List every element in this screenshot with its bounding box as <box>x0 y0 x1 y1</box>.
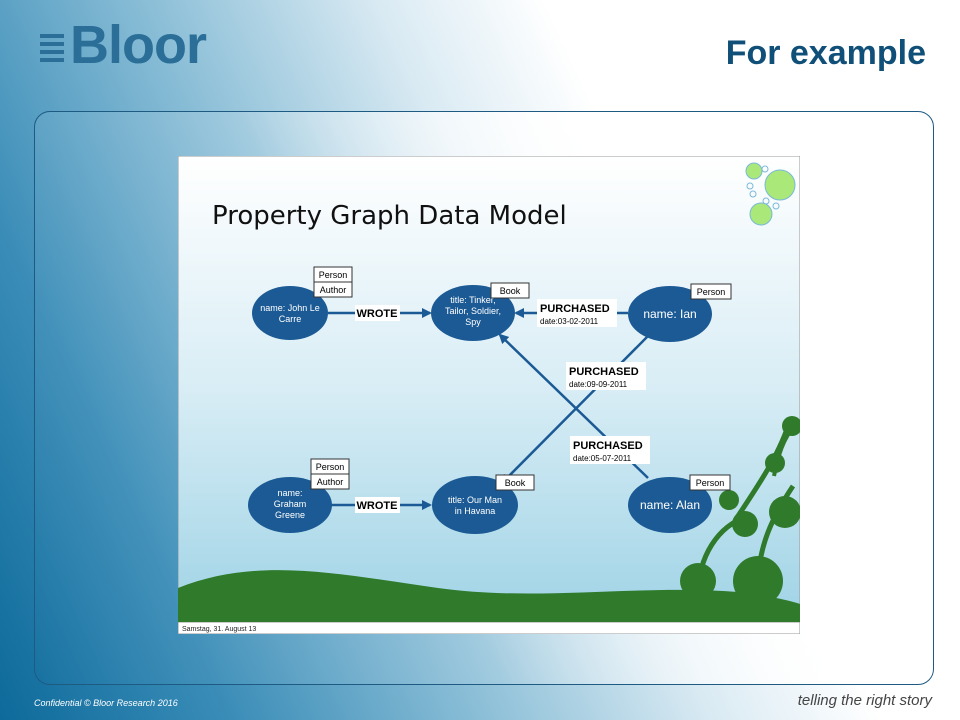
label-book-tinker: Book <box>500 286 521 296</box>
label-book-havana: Book <box>505 478 526 488</box>
node-alan <box>628 477 712 533</box>
confidential-footer: Confidential © Bloor Research 2016 <box>34 698 178 708</box>
node-alan-label: name: Alan <box>640 498 700 512</box>
edge-label-purchased-2: PURCHASED <box>569 366 639 378</box>
tagline: telling the right story <box>797 692 932 709</box>
label-person-alan: Person <box>696 478 725 488</box>
node-graham-label: name: <box>277 488 302 498</box>
node-tinker-label-2: Tailor, Soldier, <box>445 306 501 316</box>
property-graph-figure: name: John Le Carre title: Tinker, Tailo… <box>178 156 800 634</box>
edge-date-3: date:05-07-2011 <box>573 454 632 463</box>
node-john-label-2: Carre <box>279 314 302 324</box>
label-person-ian: Person <box>697 287 726 297</box>
edge-date-2: date:09-09-2011 <box>569 380 628 389</box>
node-graham-label-2: Graham <box>274 499 307 509</box>
label-author-graham: Author <box>317 477 344 487</box>
edge-label-purchased-3: PURCHASED <box>573 440 643 452</box>
figure-title: Property Graph Data Model <box>212 201 567 231</box>
label-author-john: Author <box>320 285 347 295</box>
node-tinker <box>431 285 515 341</box>
figure-caption: Samstag, 31. August 13 <box>182 626 256 633</box>
bloor-logo-icon <box>40 34 64 62</box>
label-person-john: Person <box>319 270 348 280</box>
edge-ian-havana <box>500 335 649 485</box>
node-ian <box>628 286 712 342</box>
node-graham-label-3: Greene <box>275 510 305 520</box>
nodes <box>248 285 712 534</box>
logo-text: Bloor <box>70 15 207 75</box>
node-havana-label: title: Our Man <box>448 495 502 505</box>
label-person-graham: Person <box>316 462 345 472</box>
node-havana-label-2: in Havana <box>455 506 496 516</box>
ground-shape <box>178 570 800 622</box>
edge-date-1: date:03-02-2011 <box>540 317 599 326</box>
node-john-label: name: John Le <box>260 303 320 313</box>
node-ian-label: name: Ian <box>643 307 696 321</box>
edge-label-wrote-1: WROTE <box>357 308 398 320</box>
node-john <box>252 286 328 340</box>
node-graham <box>248 477 332 533</box>
slide-title: For example <box>725 34 926 72</box>
plant-decoration <box>680 416 800 606</box>
node-tinker-label-3: Spy <box>465 317 481 327</box>
edge-label-purchased-1: PURCHASED <box>540 303 610 315</box>
node-tinker-label: title: Tinker, <box>450 295 496 305</box>
edge-label-wrote-2: WROTE <box>357 500 398 512</box>
bubbles-decoration <box>745 162 796 226</box>
